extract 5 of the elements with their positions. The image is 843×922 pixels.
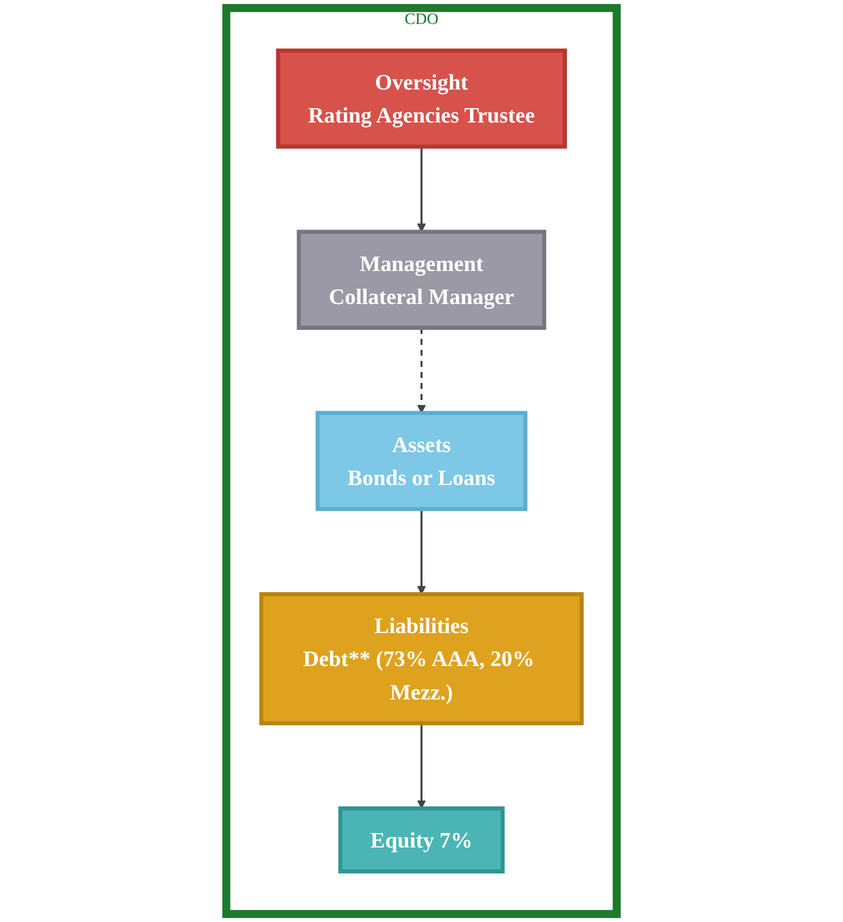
node-box xyxy=(316,410,528,512)
node-box xyxy=(338,806,505,874)
node-box xyxy=(259,592,584,726)
node-box xyxy=(296,230,546,330)
node-box xyxy=(276,48,567,149)
